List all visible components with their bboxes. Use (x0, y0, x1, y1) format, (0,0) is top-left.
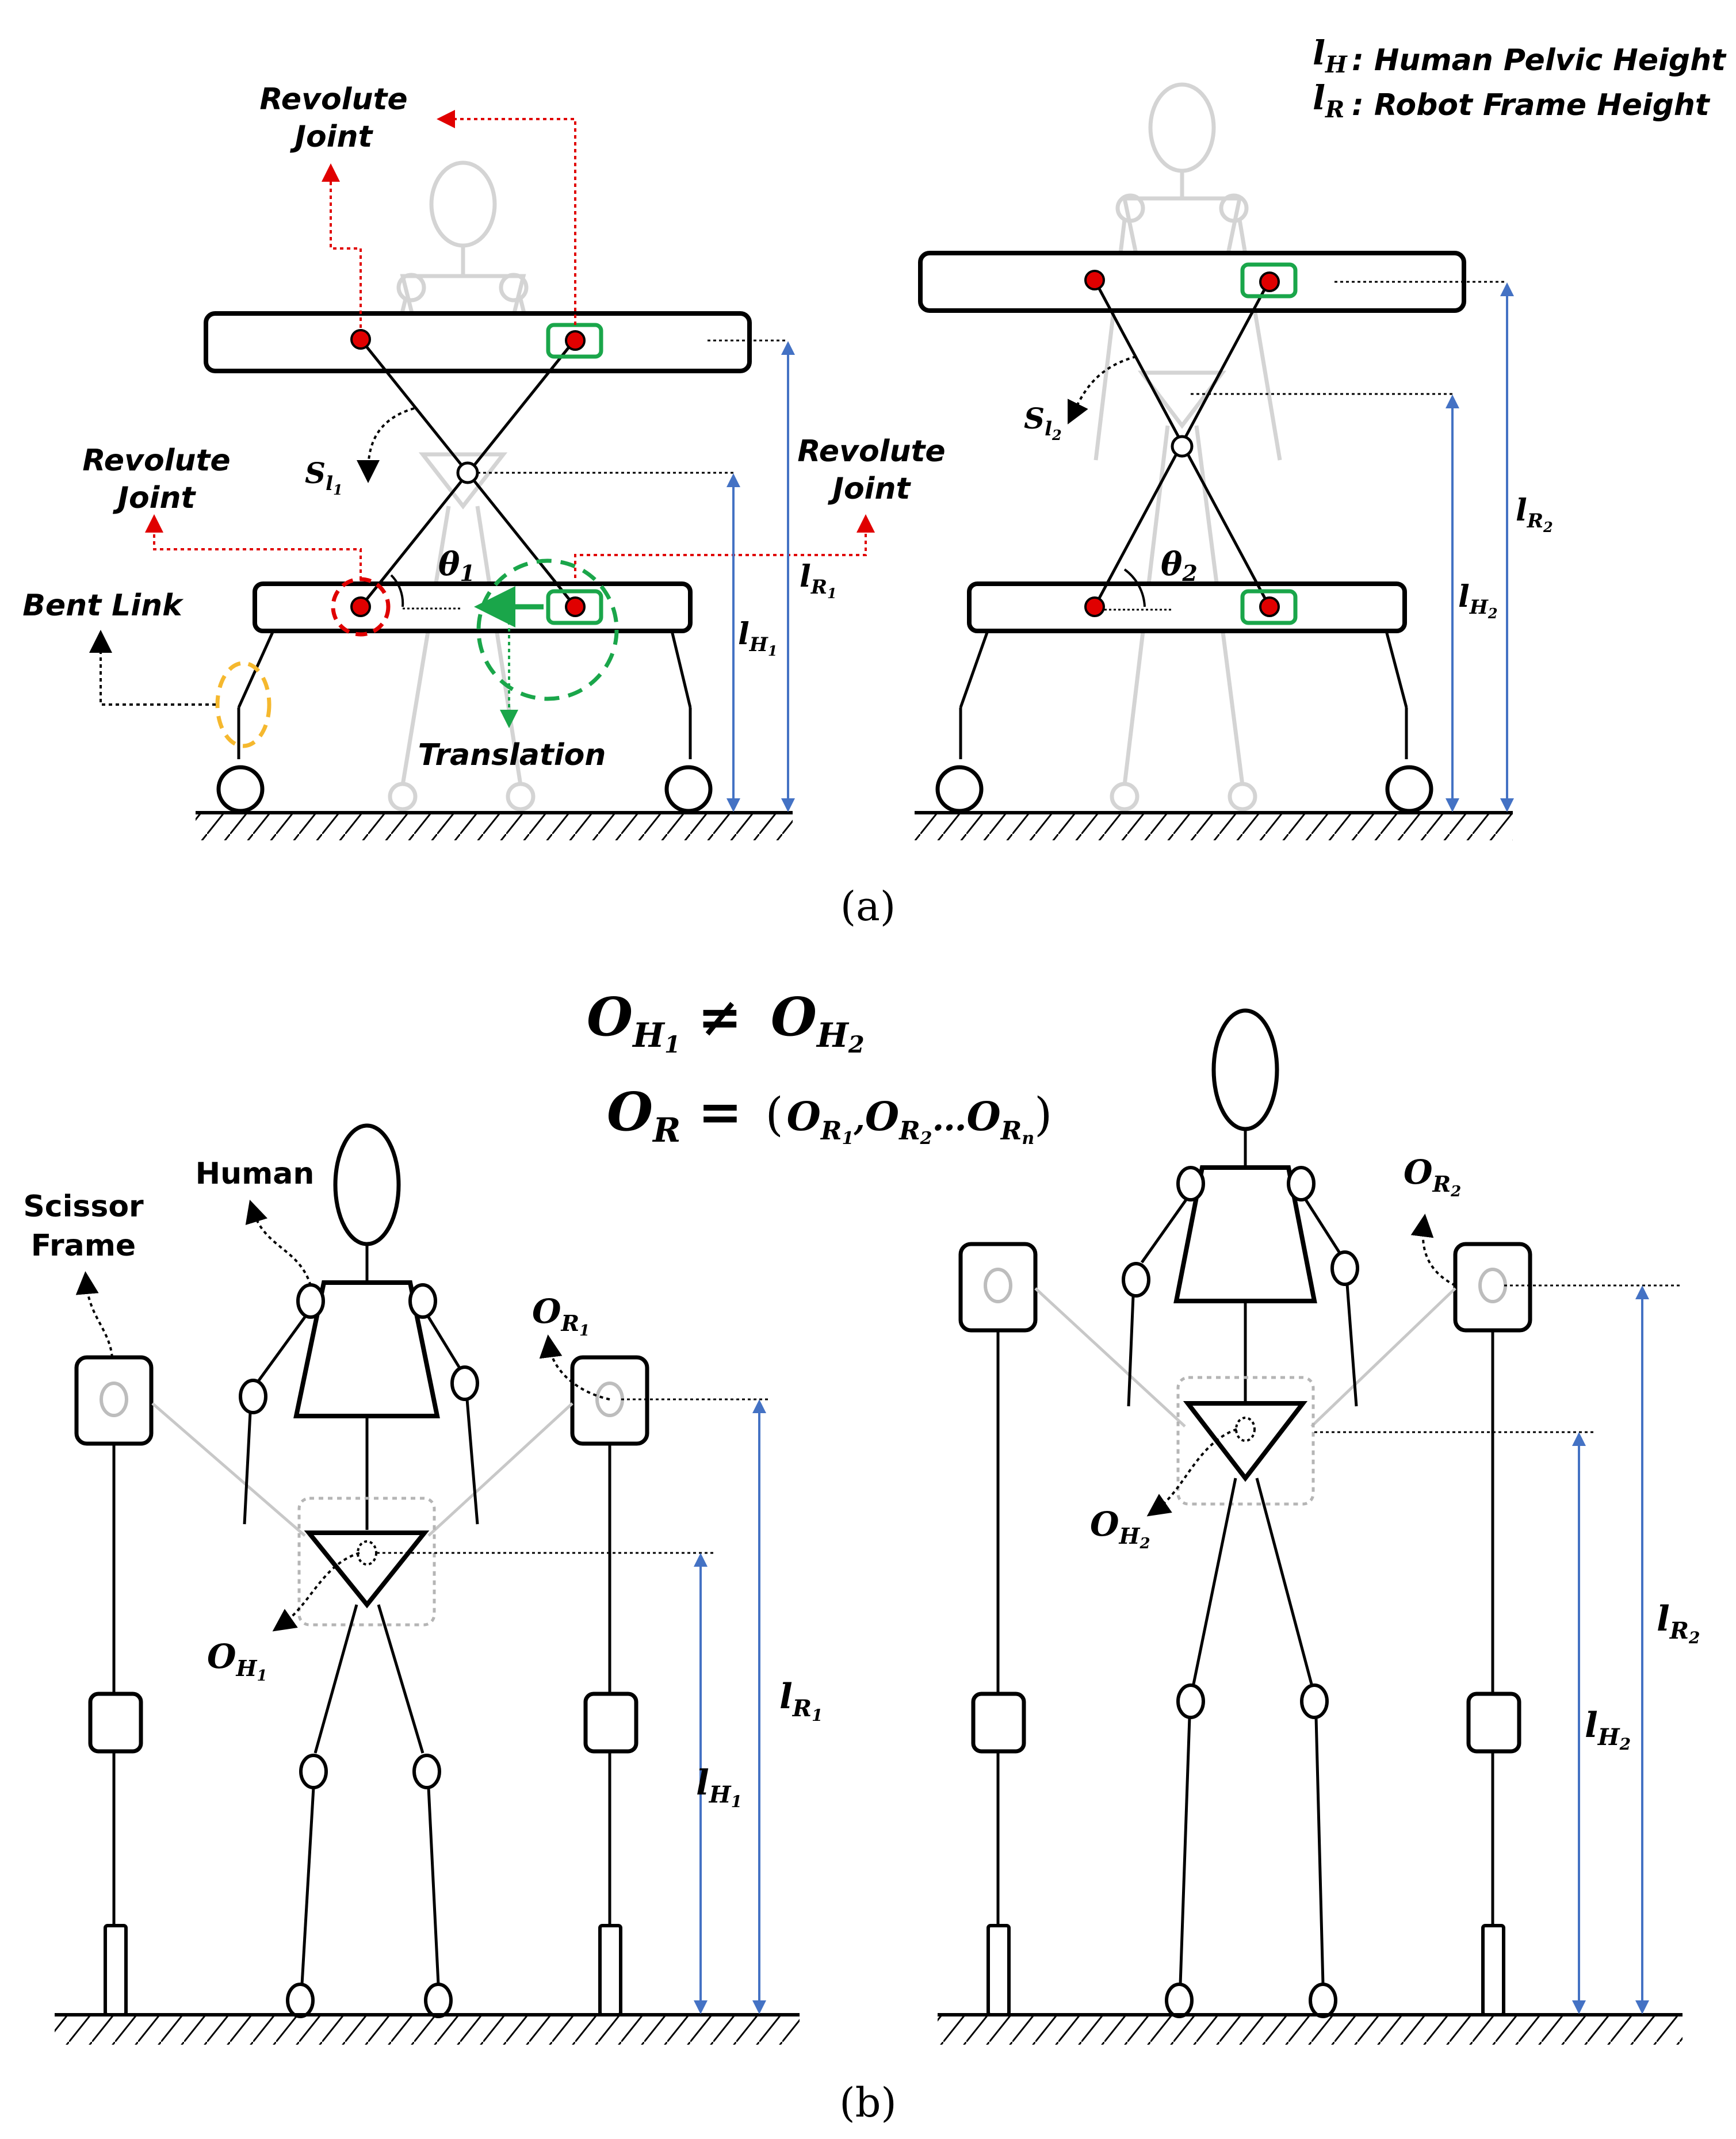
label-revolute-right-1: Revolute (797, 434, 945, 469)
label-oh2: O (1090, 1505, 1119, 1544)
panel-a-left-labels: Revolute Joint Revolute Joint Revolute J… (22, 82, 945, 772)
legend-lr-text: : Robot Frame Height (1352, 88, 1711, 123)
svg-text:OR=(OR1,OR2…ORn): OR=(OR1,OR2…ORn) (607, 1081, 1052, 1150)
label-theta2: θ (1161, 545, 1183, 583)
legend-lh-symbol: l (1313, 33, 1325, 72)
svg-text:lR: lR (1313, 78, 1344, 123)
svg-text:OR1: OR1 (532, 1292, 590, 1340)
label-or1: O (532, 1292, 561, 1331)
ghost-human-a1 (386, 160, 540, 812)
wheel-left-a1 (216, 765, 265, 813)
svg-text:OH1: OH1 (207, 1637, 267, 1685)
label-lr1-b: l (779, 1677, 793, 1717)
svg-text:lR2: lR2 (1516, 493, 1553, 535)
panel-b-right-labels: OR2 OH2 lR2 lH2 (1090, 1153, 1700, 1754)
label-revolute-left-1: Revolute (82, 443, 230, 478)
panel-b-left (55, 1123, 800, 2045)
panel-a-right-labels: Sl2 θ2 lR2 lH2 (1024, 401, 1553, 622)
frame-top-right-b2 (1453, 1242, 1532, 1333)
legend: lH : Human Pelvic Height lR : Robot Fram… (1313, 33, 1727, 123)
label-lr2: l (1516, 493, 1527, 528)
svg-text:lR1: lR1 (800, 559, 837, 602)
svg-text:OH2: OH2 (1090, 1505, 1150, 1552)
svg-text:OR2: OR2 (1404, 1153, 1461, 1200)
revolute-joint-top-a1 (350, 329, 371, 350)
label-revolute-left-2: Joint (113, 481, 197, 515)
scissor-pivot-a1 (456, 461, 479, 484)
panel-a-right (915, 82, 1514, 840)
label-s1: S (305, 456, 326, 490)
frame-top-right-b1 (570, 1355, 649, 1446)
label-revolute-top-1: Revolute (259, 82, 407, 117)
svg-text:θ2: θ2 (1161, 545, 1198, 586)
eq1-op: ≠ (698, 986, 742, 1048)
eq1-right: O (771, 986, 817, 1048)
human-torso-b1 (293, 1280, 440, 1418)
svg-text:lR2: lR2 (1657, 1599, 1700, 1647)
svg-text:lH1: lH1 (696, 1763, 742, 1811)
label-theta1: θ (438, 545, 460, 583)
wheel-right-a1 (664, 765, 713, 813)
eq1-left: O (587, 986, 633, 1048)
label-lh1: l (738, 617, 750, 652)
label-bent-link: Bent Link (22, 588, 184, 623)
human-head-b2 (1211, 1008, 1279, 1131)
label-scissor-1: Scissor (23, 1189, 144, 1224)
top-platform-a1 (204, 311, 752, 373)
frame-top-left-b1 (74, 1355, 154, 1446)
legend-lh-sub: H (1325, 51, 1348, 78)
label-lr2-b: l (1657, 1599, 1670, 1639)
label-lr1: l (800, 559, 811, 594)
eq2-left: O (607, 1081, 653, 1143)
svg-text:lH2: lH2 (1585, 1705, 1631, 1754)
svg-text:Sl1: Sl1 (305, 456, 343, 498)
human-torso-b2 (1173, 1165, 1317, 1303)
label-or2: O (1404, 1153, 1433, 1192)
label-revolute-right-2: Joint (828, 472, 912, 506)
human-head-b1 (333, 1123, 401, 1246)
panel-b-left-labels: Human Scissor Frame OR1 OH1 lR1 lH1 (23, 1157, 823, 1811)
panel-a-left (89, 110, 875, 840)
equations: OH1≠OH2 OR=(OR1,OR2…ORn) (587, 986, 1052, 1150)
svg-text:lR1: lR1 (779, 1677, 823, 1725)
caption-b: (b) (839, 2079, 896, 2126)
caption-a: (a) (840, 883, 896, 930)
legend-lr-sub: R (1325, 96, 1344, 123)
label-oh1: O (207, 1637, 236, 1676)
label-scissor-2: Frame (31, 1229, 136, 1263)
label-human: Human (196, 1157, 315, 1191)
label-revolute-top-2: Joint (290, 120, 374, 154)
svg-text:θ1: θ1 (438, 545, 475, 586)
label-lh2: l (1458, 579, 1470, 614)
label-lh1-b: l (696, 1763, 709, 1803)
frame-top-left-b2 (958, 1242, 1038, 1333)
label-translation: Translation (418, 738, 606, 772)
svg-text:lH: lH (1313, 33, 1348, 78)
bottom-platform-a2 (967, 581, 1407, 633)
human-pelvis-b2 (1183, 1401, 1308, 1482)
legend-lh-text: : Human Pelvic Height (1352, 43, 1727, 78)
label-lh2-b: l (1585, 1705, 1598, 1746)
scissor-pivot-a2 (1171, 435, 1194, 458)
eq2-op: = (698, 1081, 742, 1143)
svg-text:lH2: lH2 (1458, 579, 1498, 622)
revolute-joint-bottom-a1 (350, 596, 371, 617)
svg-text:lH1: lH1 (738, 617, 778, 659)
svg-text:Sl2: Sl2 (1024, 401, 1062, 443)
human-pelvis-b1 (304, 1530, 430, 1609)
panel-b-right (938, 1008, 1683, 2045)
svg-text:OH1≠OH2: OH1≠OH2 (587, 986, 865, 1058)
legend-lr-symbol: l (1313, 78, 1325, 117)
label-s2: S (1024, 401, 1045, 435)
bottom-platform-a1 (253, 581, 693, 633)
slider-bottom-a1 (546, 589, 603, 625)
